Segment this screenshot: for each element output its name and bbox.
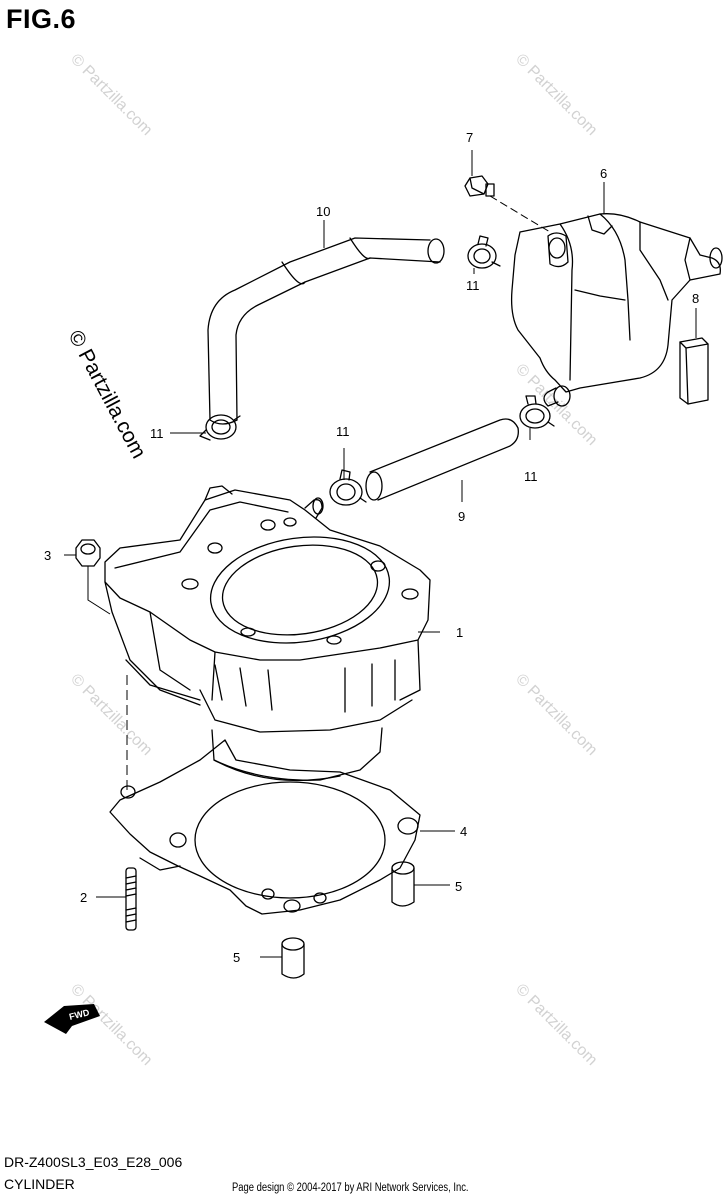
callout-11-right[interactable]: 11	[524, 469, 538, 484]
part-10-hose[interactable]	[207, 237, 445, 425]
callout-labels: 1 2 3 4 5 5 6 7 8 9 10 11 11 11 11	[44, 130, 699, 965]
part-4-gasket[interactable]	[109, 739, 421, 915]
callout-11-upper[interactable]: 11	[466, 278, 480, 293]
callout-2[interactable]: 2	[80, 890, 87, 905]
callout-8[interactable]: 8	[692, 291, 699, 306]
part-5-dowel-right[interactable]	[391, 861, 415, 907]
callout-4[interactable]: 4	[460, 824, 467, 839]
part-1-cylinder[interactable]	[104, 485, 431, 782]
copyright-notice: Page design © 2004-2017 by ARI Network S…	[232, 1182, 469, 1194]
watermark-text: © Partzilla.com	[67, 51, 155, 139]
watermarks: © Partzilla.com © Partzilla.com © Partzi…	[64, 51, 601, 1069]
part-11-clamp-right[interactable]	[519, 395, 555, 429]
callout-1[interactable]: 1	[456, 625, 463, 640]
callout-7[interactable]: 7	[466, 130, 473, 145]
part-8-damper[interactable]	[679, 337, 709, 405]
part-9-hose[interactable]	[365, 418, 519, 501]
callout-6[interactable]: 6	[600, 166, 607, 181]
callout-9[interactable]: 9	[458, 509, 465, 524]
part-7-bolt[interactable]	[464, 175, 495, 197]
callout-11-middle[interactable]: 11	[336, 424, 350, 439]
watermark-text: © Partzilla.com	[512, 51, 600, 139]
watermark-text: © Partzilla.com	[67, 981, 155, 1069]
callout-3[interactable]: 3	[44, 548, 51, 563]
part-11-clamp-middle[interactable]	[329, 469, 367, 506]
figure-title: FIG.6	[6, 4, 77, 34]
watermark-text: © Partzilla.com	[67, 671, 155, 759]
fwd-arrow-icon: FWD	[44, 1004, 100, 1034]
part-5-dowel-lower[interactable]	[281, 937, 305, 979]
callout-11-left[interactable]: 11	[150, 426, 164, 441]
part-3-nut[interactable]	[75, 539, 101, 567]
fwd-label: FWD	[68, 1007, 91, 1022]
callout-5-lower[interactable]: 5	[233, 950, 240, 965]
watermark-large: © Partzilla.com	[64, 327, 151, 463]
part-11-clamp-upper-right[interactable]	[467, 235, 501, 269]
part-6-reservoir[interactable]	[510, 213, 723, 407]
diagram-name: CYLINDER	[4, 1176, 75, 1192]
watermark-text: © Partzilla.com	[512, 981, 600, 1069]
callout-5-right[interactable]: 5	[455, 879, 462, 894]
diagram-code: DR-Z400SL3_E03_E28_006	[4, 1154, 183, 1170]
leader-lines	[64, 150, 697, 958]
part-11-clamp-lower-left[interactable]	[199, 414, 241, 441]
part-2-stud[interactable]	[125, 867, 137, 931]
callout-10[interactable]: 10	[316, 204, 330, 219]
watermark-text: © Partzilla.com	[512, 671, 600, 759]
watermark-text: © Partzilla.com	[512, 361, 600, 449]
